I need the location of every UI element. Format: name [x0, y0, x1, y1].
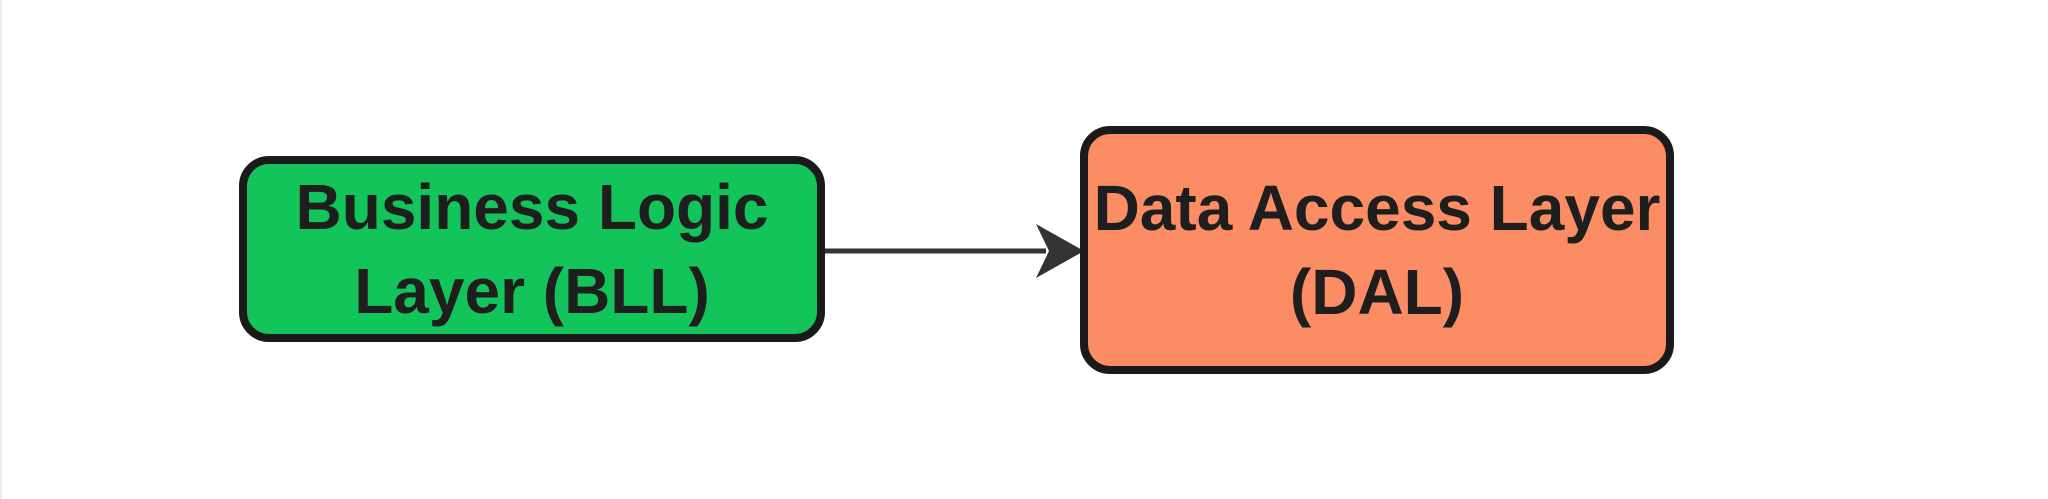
node-label-line: (DAL)	[1289, 256, 1465, 328]
node-business-logic-layer: Business Logic Layer (BLL)	[239, 156, 825, 342]
arrowhead-right-icon	[1036, 224, 1084, 278]
node-label-line: Data Access Layer	[1093, 172, 1661, 244]
node-label-line: Business Logic	[295, 171, 769, 243]
node-data-access-layer: Data Access Layer (DAL)	[1080, 126, 1674, 374]
node-label-line: Layer (BLL)	[354, 255, 710, 327]
